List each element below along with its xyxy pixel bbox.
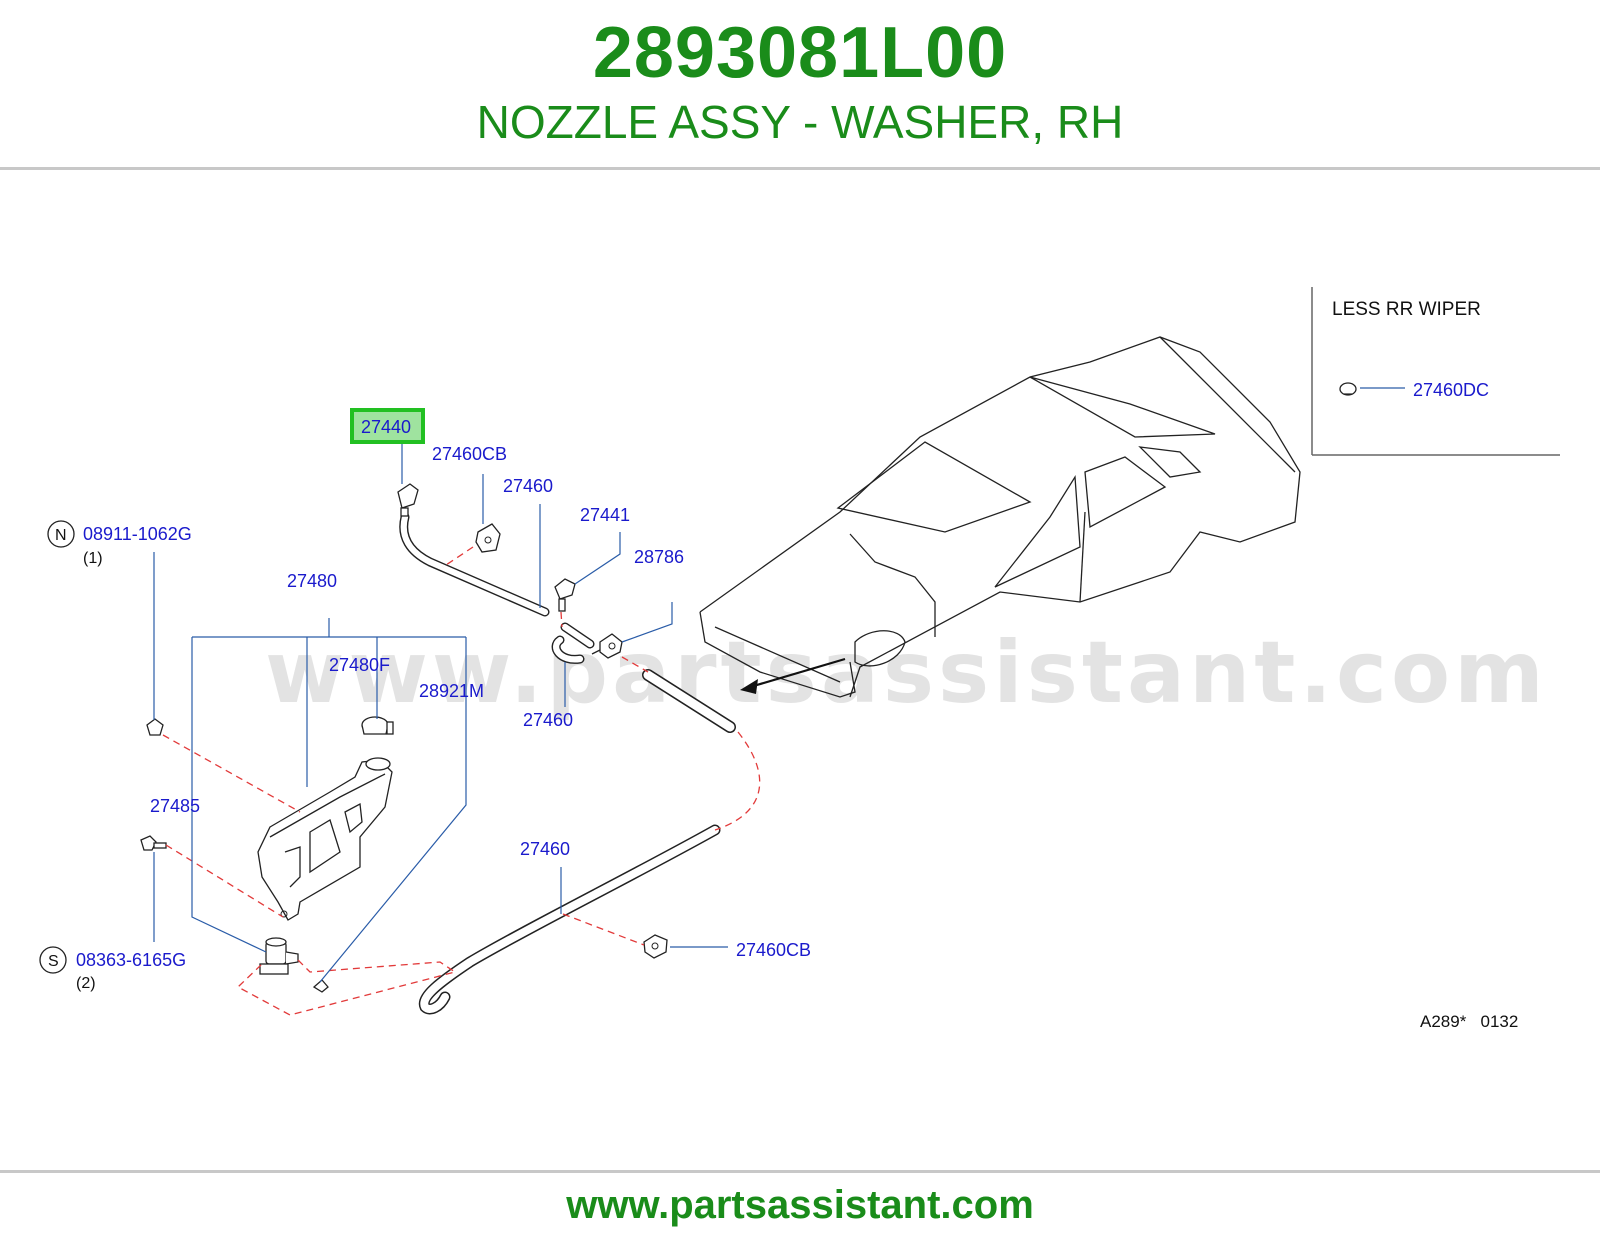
- callout-27460-c[interactable]: 27460: [520, 839, 570, 859]
- callout-28921m[interactable]: 28921M: [419, 681, 484, 701]
- grommet-27480f: [361, 716, 394, 735]
- nut-08911: [146, 718, 164, 736]
- clip-27460cb-bottom: [643, 934, 668, 959]
- callout-27460cb-top[interactable]: 27460CB: [432, 444, 507, 464]
- bolt-08363: [140, 835, 167, 851]
- callout-27480[interactable]: 27480: [287, 571, 337, 591]
- inset-title: LESS RR WIPER: [1332, 299, 1481, 320]
- washer-tank: [257, 757, 393, 921]
- parts-diagram: www.partsassistant.com LESS RR WIPER 274…: [39, 287, 1560, 1031]
- clip-icon: [1339, 382, 1357, 396]
- callout-08363-6165g[interactable]: 08363-6165G: [76, 950, 186, 970]
- n-fastener-marker: N: [47, 520, 75, 548]
- s-symbol: S: [48, 953, 59, 970]
- callout-27480f[interactable]: 27480F: [329, 655, 390, 675]
- footer-website-link[interactable]: www.partsassistant.com: [566, 1183, 1034, 1227]
- callout-27441[interactable]: 27441: [580, 505, 630, 525]
- hose-lower: [418, 824, 721, 1015]
- pump-grommet: [312, 979, 329, 993]
- inset-less-rr-wiper: LESS RR WIPER 27460DC: [1311, 287, 1560, 456]
- highlighted-callout-27440[interactable]: 27440: [350, 408, 425, 444]
- callout-27440[interactable]: 27440: [361, 417, 411, 437]
- part-name-subtitle: NOZZLE ASSY - WASHER, RH: [476, 96, 1124, 148]
- hose-upper: [399, 512, 550, 617]
- drawing-code: A289* 0132: [1420, 1012, 1518, 1031]
- washer-pump: [259, 937, 299, 975]
- part-number-title: 2893081L00: [592, 13, 1008, 93]
- clip-27460cb-top: [475, 523, 501, 553]
- qty-08911: (1): [83, 550, 103, 567]
- connector-28786: [591, 633, 623, 659]
- watermark: www.partsassistant.com: [265, 623, 1548, 723]
- header-divider: [0, 167, 1600, 170]
- hose-middle: [642, 669, 736, 733]
- washer-nozzle-27440: [397, 483, 419, 517]
- callout-27460-a[interactable]: 27460: [503, 476, 553, 496]
- pointer-arrow: [740, 657, 846, 694]
- qty-08363: (2): [76, 975, 96, 992]
- check-valve-27441: [554, 578, 576, 612]
- callout-28786[interactable]: 28786: [634, 547, 684, 567]
- assembly-lines: [162, 546, 761, 1016]
- callout-27460-b[interactable]: 27460: [523, 710, 573, 730]
- footer-divider: [0, 1170, 1600, 1173]
- car-body-outline: [699, 336, 1301, 698]
- s-fastener-marker: S: [39, 946, 67, 974]
- hose-short: [551, 622, 595, 664]
- callout-08911-1062g[interactable]: 08911-1062G: [83, 524, 192, 544]
- callout-27460dc: 27460DC: [1413, 380, 1489, 400]
- callout-27460cb-bottom[interactable]: 27460CB: [736, 940, 811, 960]
- leader-lines: [153, 442, 728, 983]
- callout-27485[interactable]: 27485: [150, 796, 200, 816]
- page-header: 2893081L00 NOZZLE ASSY - WASHER, RH: [0, 0, 1600, 170]
- n-symbol: N: [55, 527, 67, 544]
